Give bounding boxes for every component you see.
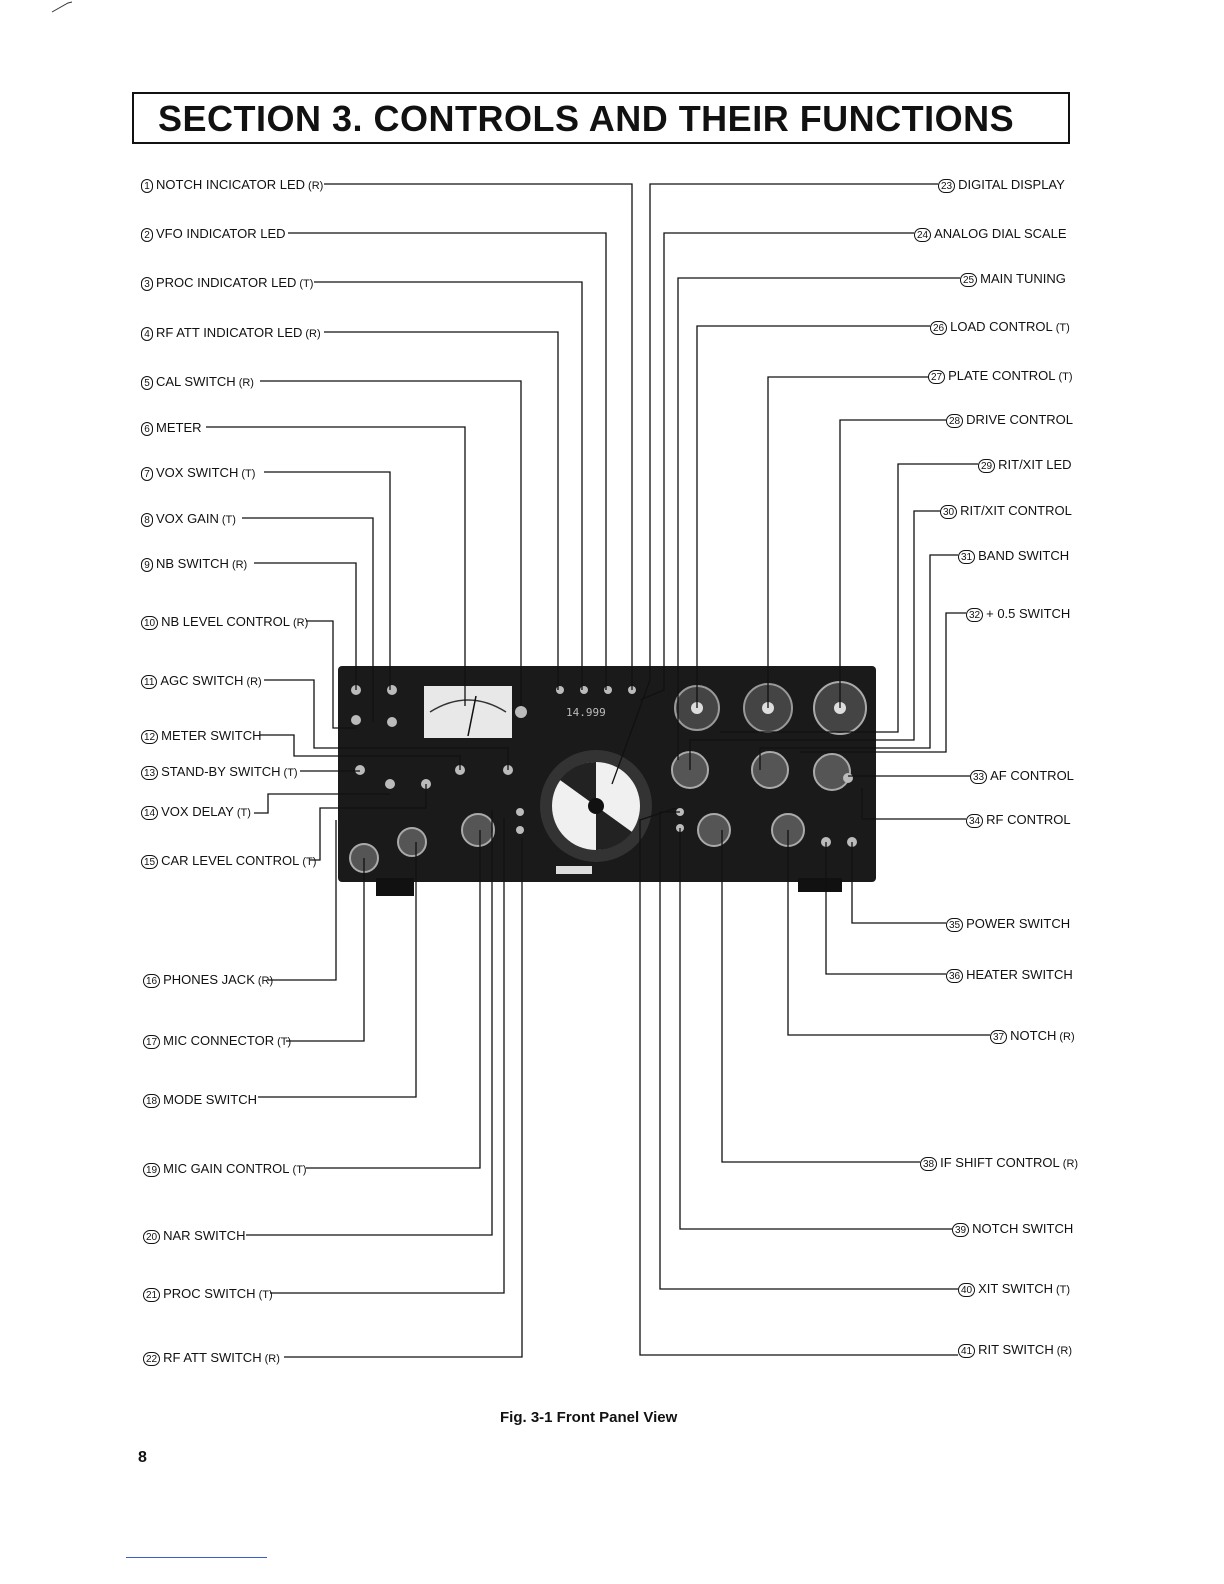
transceiver-front-panel: 14.999 xyxy=(338,666,876,896)
figure-caption: Fig. 3-1 Front Panel View xyxy=(500,1409,678,1426)
left-leader-lines xyxy=(206,183,633,1358)
section-heading-box: SECTION 3. CONTROLS AND THEIR FUNCTIONS xyxy=(132,92,1070,144)
label-plus-0-5-switch: 32+ 0.5 SWITCH xyxy=(966,606,1070,622)
footer-rule xyxy=(126,1557,267,1558)
scan-mark xyxy=(51,1,73,13)
page-number: 8 xyxy=(138,1449,147,1466)
section-heading: SECTION 3. CONTROLS AND THEIR FUNCTIONS xyxy=(158,98,1015,139)
digital-display-readout: 14.999 xyxy=(566,706,606,719)
right-leader-lines xyxy=(611,183,990,1356)
meter-face xyxy=(424,686,512,738)
